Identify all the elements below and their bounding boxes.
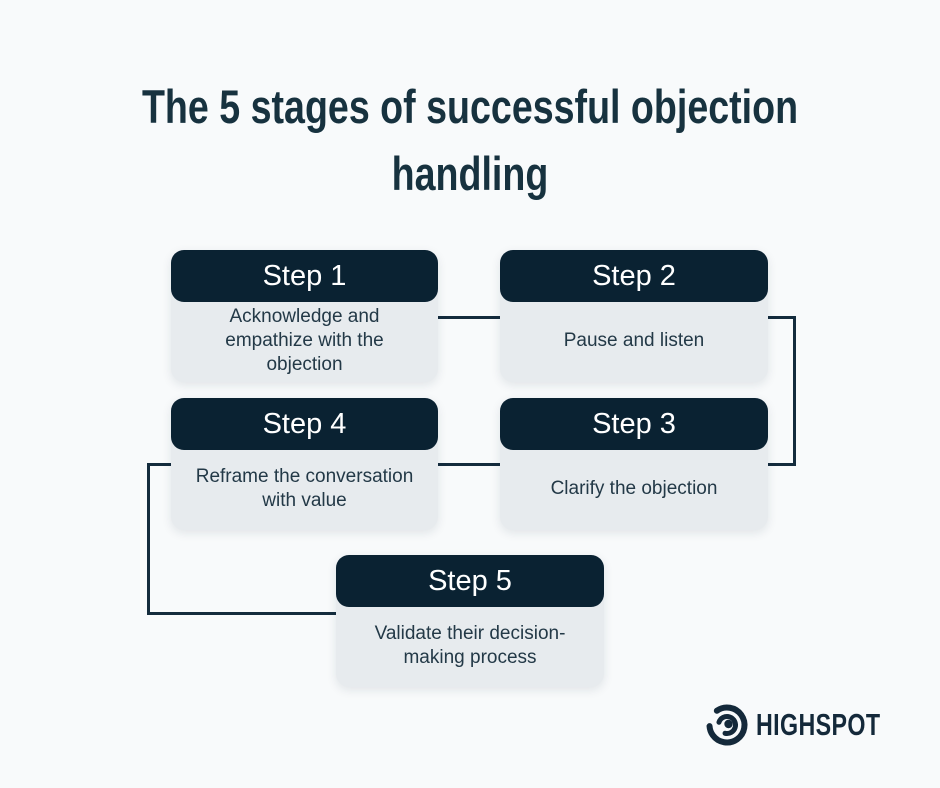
connector-step1-step2 [438,316,500,319]
highspot-logo: HIGHSPOT [705,702,922,748]
connector-right-vertical [793,316,796,466]
page-title-line-1: The 5 stages of successful objection [141,80,799,133]
highspot-wordmark: HIGHSPOT [756,707,881,742]
step-1-description: Acknowledge and empathize with the objec… [225,306,384,375]
step-3-description: Clarify the objection [550,478,718,500]
step-card-3: Step 3 Clarify the objection [500,398,768,530]
step-card-1: Step 1 Acknowledge and empathize with th… [171,250,438,382]
step-card-4: Step 4 Reframe the conversation with val… [171,398,438,530]
connector-step2-right-arm [768,316,796,319]
step-2-description: Pause and listen [563,330,705,352]
page-title-line-2: handling [391,146,549,200]
step-4-header: Step 4 [171,398,438,450]
connector-step3-right-arm [768,463,796,466]
step-card-5: Step 5 Validate their decision-making pr… [336,555,604,687]
highspot-spot-icon [706,704,748,746]
connector-step4-step3 [438,463,500,466]
step-4-description: Reframe the conversation with value [195,466,414,511]
connector-step5-left-arm [147,612,336,615]
page-title: The 5 stages of successful objection han… [94,74,846,207]
connector-left-vertical [147,463,150,615]
step-2-header: Step 2 [500,250,768,302]
step-5-description: Validate their decision-making process [374,623,566,668]
step-5-header: Step 5 [336,555,604,607]
step-1-header: Step 1 [171,250,438,302]
step-card-2: Step 2 Pause and listen [500,250,768,382]
connector-step4-left-arm [147,463,171,466]
step-3-header: Step 3 [500,398,768,450]
